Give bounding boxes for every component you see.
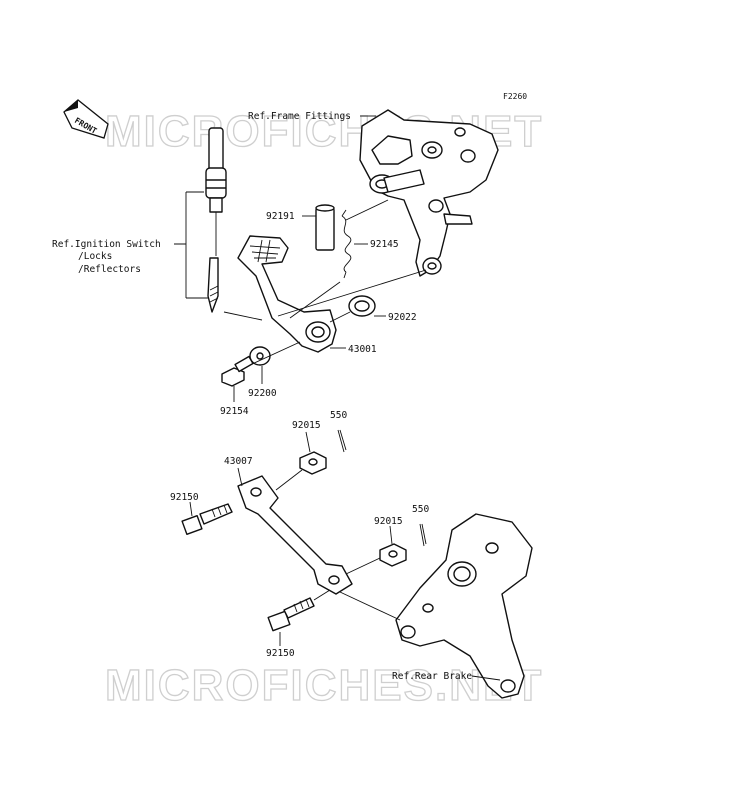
part-label-92150-lower: 92150 xyxy=(266,648,295,659)
ref-rear-brake-label: Ref.Rear Brake xyxy=(392,671,472,682)
nut-92015-upper xyxy=(299,451,327,475)
washer-92022 xyxy=(348,295,376,317)
part-label-550-lower: 550 xyxy=(412,504,429,515)
cotter-pin-550-upper xyxy=(337,429,347,453)
part-label-43001: 43001 xyxy=(348,344,377,355)
part-label-92191: 92191 xyxy=(266,211,295,222)
linkage-rod-43007 xyxy=(237,475,353,595)
nut-92015-lower xyxy=(379,543,407,567)
bolt-92154 xyxy=(221,355,254,387)
ref-locks-label: /Locks xyxy=(78,251,112,262)
part-label-92015-upper: 92015 xyxy=(292,420,321,431)
part-label-92145: 92145 xyxy=(370,239,399,250)
spring-92145 xyxy=(341,209,352,279)
frame-fitting-bracket xyxy=(359,109,499,277)
brake-pedal xyxy=(237,235,337,353)
ref-frame-fittings-label: Ref.Frame Fittings xyxy=(248,111,351,122)
ref-reflectors-label: /Reflectors xyxy=(78,264,141,275)
watermark-bottom: MICROFICHES.NET xyxy=(105,661,543,710)
leader-lines xyxy=(174,115,501,681)
part-label-92015-lower: 92015 xyxy=(374,516,403,527)
part-label-92154: 92154 xyxy=(220,406,249,417)
part-label-92022: 92022 xyxy=(388,312,417,323)
bolt-92150-lower xyxy=(267,597,315,632)
cotter-pin-550-lower xyxy=(419,523,427,547)
ref-ignition-switch-label: Ref.Ignition Switch xyxy=(52,239,161,250)
bolt-92150-upper xyxy=(181,503,233,536)
part-label-550-upper: 550 xyxy=(330,410,347,421)
ignition-switch-assembly xyxy=(205,127,227,313)
bushing-92191 xyxy=(315,204,335,251)
part-label-92200: 92200 xyxy=(248,388,277,399)
figure-code: F2260 xyxy=(503,92,527,101)
part-label-43007: 43007 xyxy=(224,456,253,467)
rear-brake-arm xyxy=(395,513,533,699)
front-arrow-icon: FRONT xyxy=(63,99,109,139)
part-label-92150-upper: 92150 xyxy=(170,492,199,503)
